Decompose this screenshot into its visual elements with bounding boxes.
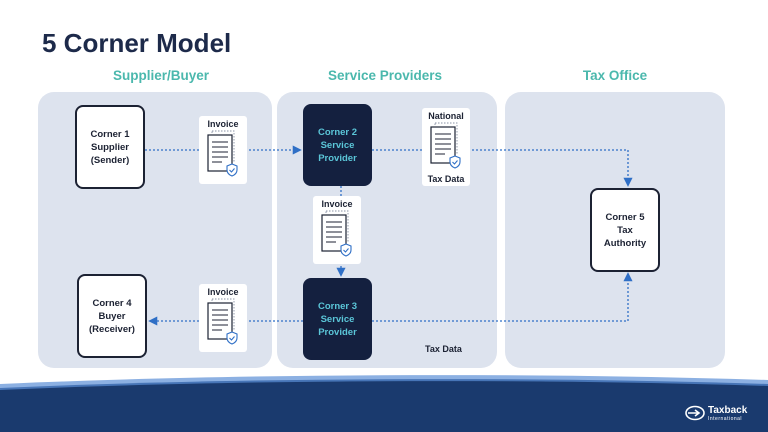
invoice-label: Invoice xyxy=(207,119,239,129)
page-title: 5 Corner Model xyxy=(42,28,232,58)
invoice-document-top: Invoice xyxy=(199,116,247,184)
document-shield-icon xyxy=(321,210,352,257)
national-tax-data-document: National Tax Data xyxy=(422,108,470,186)
column-header-service-providers: Service Providers xyxy=(327,68,443,83)
taxback-logo-icon xyxy=(685,405,705,421)
invoice-document-middle: Invoice xyxy=(313,196,361,264)
tax-data-label-bottom: Tax Data xyxy=(425,344,462,354)
taxback-logo: Taxback International xyxy=(708,405,748,423)
document-shield-icon xyxy=(207,298,238,345)
column-header-supplier-buyer: Supplier/Buyer xyxy=(112,68,210,83)
tax-data-label-top: Tax Data xyxy=(427,174,465,184)
arrow-c3-to-c5 xyxy=(372,272,633,322)
document-shield-icon xyxy=(207,130,238,177)
invoice-document-bottom: Invoice xyxy=(199,284,247,352)
invoice-label: Invoice xyxy=(207,287,239,297)
national-label: National xyxy=(428,111,464,121)
invoice-label: Invoice xyxy=(321,199,353,209)
column-header-tax-office: Tax Office xyxy=(582,68,648,83)
document-shield-icon xyxy=(430,122,461,169)
